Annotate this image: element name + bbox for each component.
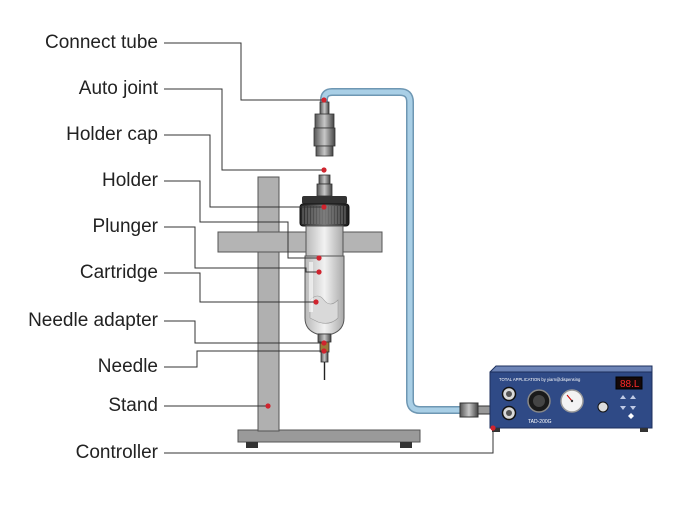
timer-display	[615, 376, 643, 390]
marker-auto-joint	[321, 167, 327, 173]
marker-plunger	[316, 269, 322, 275]
label-auto-joint: Auto joint	[78, 78, 158, 99]
label-connect-tube: Connect tube	[44, 32, 158, 53]
label-plunger: Plunger	[92, 216, 159, 237]
marker-controller	[490, 425, 496, 431]
marker-holder	[316, 255, 322, 261]
timer-display-value: 88.L	[620, 379, 640, 390]
stand	[217, 176, 421, 448]
leader-lines	[164, 42, 494, 454]
label-needle-adapter: Needle adapter	[28, 310, 158, 331]
needle	[320, 351, 329, 380]
label-holder-cap: Holder cap	[66, 124, 158, 145]
connect-tube	[320, 88, 491, 418]
time-knob[interactable]	[597, 401, 609, 413]
marker-stand	[265, 403, 271, 409]
label-markers	[265, 97, 496, 431]
controller: TOTAL APPLICATION by yiarn@dispensing TA…	[489, 365, 653, 432]
indicator-lights	[620, 395, 636, 410]
controller-brand: TOTAL APPLICATION by yiarn@dispensing	[499, 377, 581, 382]
label-cartridge: Cartridge	[79, 262, 158, 283]
marker-cartridge	[313, 299, 319, 305]
marker-holder-cap	[321, 204, 327, 210]
holder-cap	[299, 174, 350, 227]
auto-joint	[313, 101, 336, 157]
cartridge	[304, 255, 345, 335]
holder	[305, 225, 344, 257]
label-holder: Holder	[102, 170, 158, 191]
marker-needle-adapter	[321, 340, 327, 346]
marker-connect-tube	[321, 97, 327, 103]
marker-needle	[321, 348, 327, 354]
controller-model: TAD-200G	[528, 419, 552, 425]
label-controller: Controller	[75, 442, 158, 463]
label-stand: Stand	[108, 395, 158, 416]
label-needle: Needle	[97, 356, 158, 377]
